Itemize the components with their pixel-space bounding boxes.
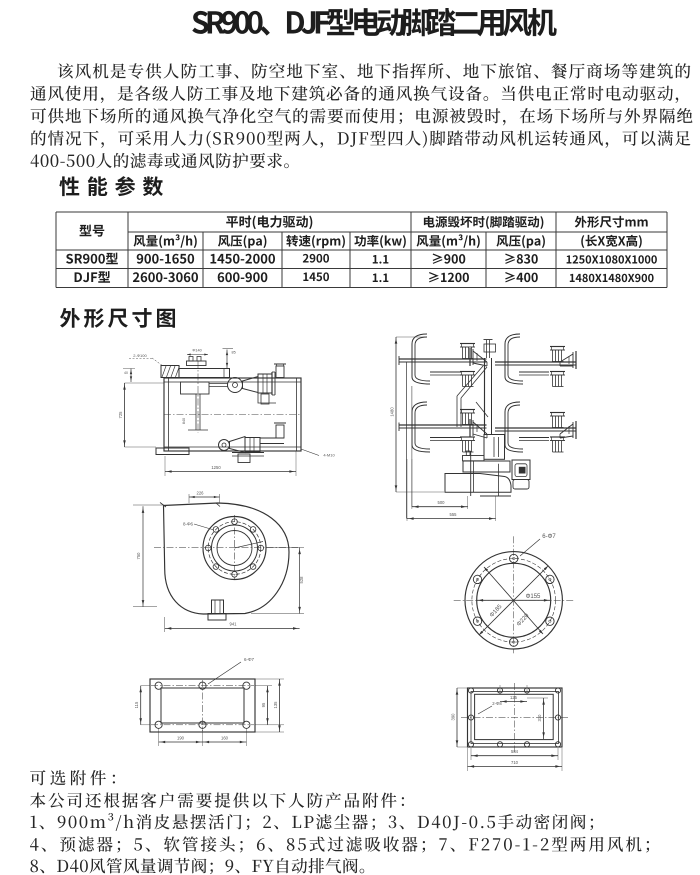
svg-text:500: 500 [438, 500, 446, 505]
svg-text:135: 135 [273, 701, 278, 709]
svg-text:6-Φ7: 6-Φ7 [542, 534, 556, 540]
svg-text:555: 555 [450, 512, 458, 517]
svg-text:710: 710 [511, 760, 519, 765]
svg-text:941: 941 [230, 622, 238, 627]
svg-text:Φ140: Φ140 [192, 349, 201, 353]
svg-text:584: 584 [511, 749, 519, 754]
svg-text:Φ155: Φ155 [526, 594, 541, 600]
svg-text:95: 95 [261, 702, 266, 707]
svg-text:310: 310 [537, 714, 542, 722]
svg-text:390: 390 [451, 713, 456, 721]
svg-text:160: 160 [221, 736, 229, 741]
svg-text:840: 840 [182, 418, 186, 424]
svg-text:4-M10: 4-M10 [323, 453, 335, 458]
svg-text:6-Φ7: 6-Φ7 [244, 657, 255, 662]
svg-text:750: 750 [136, 552, 141, 560]
svg-text:1480: 1480 [390, 407, 395, 417]
svg-text:2-Φ100: 2-Φ100 [133, 353, 147, 358]
svg-text:190: 190 [177, 736, 185, 741]
svg-text:1250: 1250 [211, 465, 221, 470]
svg-text:725: 725 [118, 411, 123, 419]
svg-text:2-Φ8: 2-Φ8 [492, 701, 502, 706]
svg-text:115: 115 [134, 701, 139, 708]
svg-text:226: 226 [197, 491, 205, 496]
svg-text:8-Φ6: 8-Φ6 [183, 522, 194, 527]
svg-text:528: 528 [299, 576, 304, 584]
svg-text:85: 85 [232, 351, 236, 355]
svg-text:40: 40 [124, 371, 128, 375]
svg-text:125: 125 [510, 695, 518, 700]
